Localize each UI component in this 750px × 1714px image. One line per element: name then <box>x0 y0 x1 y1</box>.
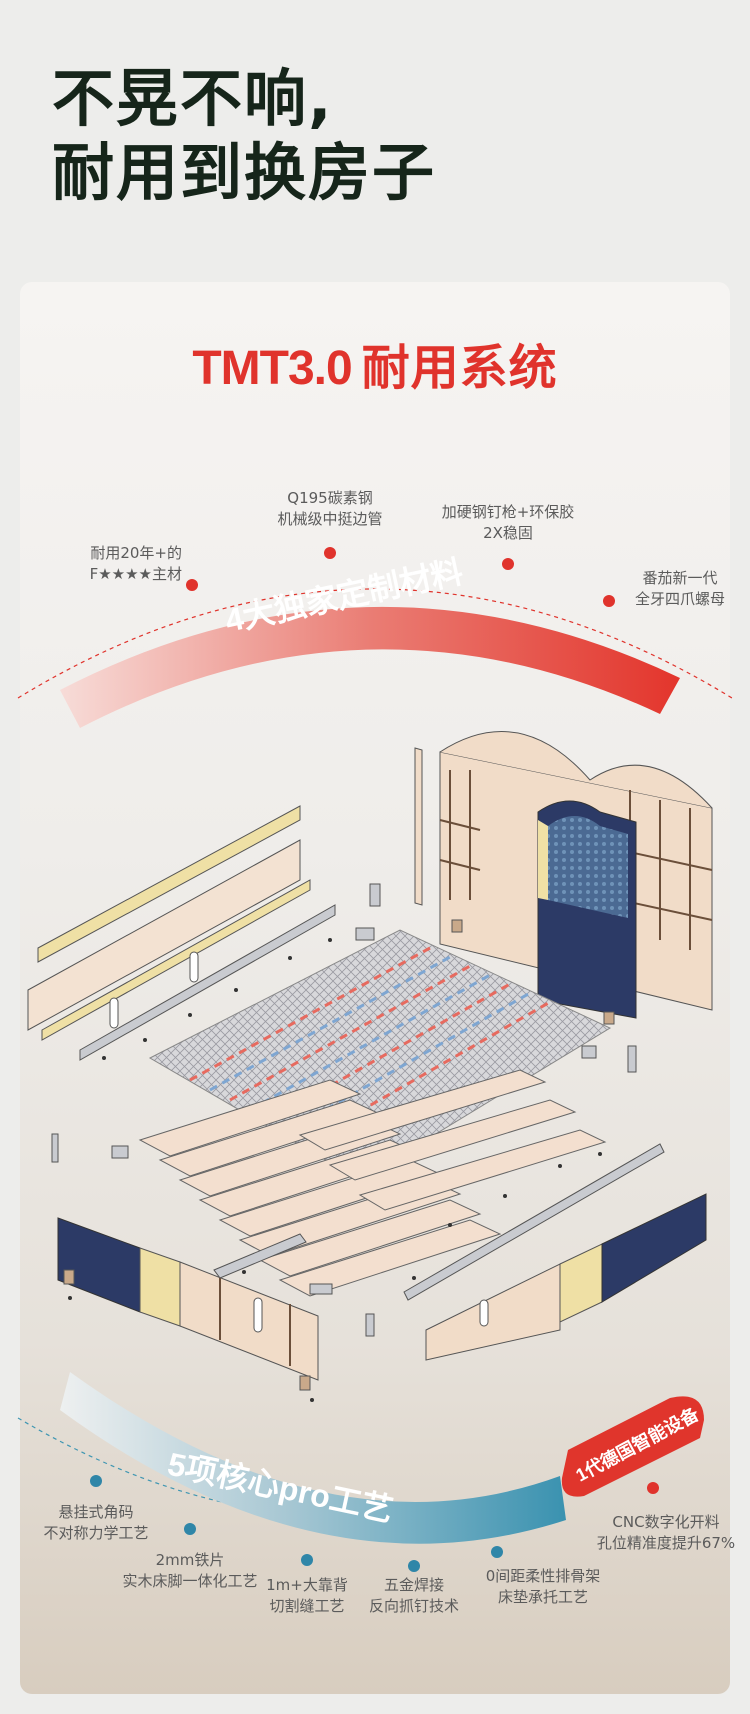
center-steel-rail <box>213 1233 307 1279</box>
process-4-line2: 反向抓钉技术 <box>368 1597 460 1615</box>
wood-block-2 <box>603 1011 615 1025</box>
process-5-line2: 床垫承托工艺 <box>497 1588 589 1606</box>
material-2-line2: 机械级中挺边管 <box>277 510 383 528</box>
right-side-rail <box>425 1193 707 1361</box>
process-dot-3 <box>301 1554 313 1566</box>
headline-line2: 耐用到换房子 <box>52 136 437 209</box>
process-dot-2 <box>184 1523 196 1535</box>
process-1-line1: 悬挂式角码 <box>58 1503 134 1521</box>
process-5-line1: 0间距柔性排骨架 <box>485 1567 601 1585</box>
material-label-2: Q195碳素钢 机械级中挺边管 <box>277 488 382 530</box>
process-6-line1: CNC数字化开料 <box>612 1513 720 1531</box>
process-label-6: CNC数字化开料 孔位精准度提升67% <box>597 1512 735 1554</box>
left-side-rail <box>27 805 336 1061</box>
card-title-cn: 耐用系统 <box>361 340 558 396</box>
material-label-3: 加硬钢钉枪+环保胶 2X稳固 <box>442 502 575 544</box>
material-3-line1: 加硬钢钉枪+环保胶 <box>441 503 575 521</box>
material-4-line2: 全牙四爪螺母 <box>634 590 726 608</box>
process-6-line2: 孔位精准度提升67% <box>596 1534 736 1552</box>
material-3-line2: 2X稳固 <box>483 524 533 542</box>
process-label-2: 2mm铁片 实木床脚一体化工艺 <box>122 1550 257 1592</box>
material-1-line1: 耐用20年+的 <box>90 544 182 562</box>
process-label-4: 五金焊接 反向抓钉技术 <box>369 1575 459 1617</box>
material-dot-4 <box>603 595 615 607</box>
process-2-line1: 2mm铁片 <box>155 1551 225 1569</box>
headboard <box>414 731 713 1019</box>
material-label-1: 耐用20年+的 F★★★★主材 <box>90 543 182 585</box>
hardware-brackets <box>51 883 637 1337</box>
material-dot-3 <box>502 558 514 570</box>
process-dot-1 <box>90 1475 102 1487</box>
material-1-line2: F★★★★主材 <box>89 565 182 583</box>
material-label-4: 番茄新一代 全牙四爪螺母 <box>635 568 725 610</box>
process-dot-6 <box>647 1482 659 1494</box>
materials-dashed-arc <box>17 588 733 699</box>
card-title-en: TMT3.0 <box>192 342 352 395</box>
materials-banner-shape <box>60 606 680 728</box>
screws <box>68 938 602 1402</box>
material-4-line1: 番茄新一代 <box>642 569 718 587</box>
process-dot-5 <box>491 1546 503 1558</box>
material-dot-1 <box>186 579 198 591</box>
process-4-line1: 五金焊接 <box>383 1576 445 1594</box>
headline: 不晃不响, 耐用到换房子 <box>52 62 436 210</box>
process-3-line2: 切割缝工艺 <box>269 1597 345 1615</box>
footboard <box>57 1217 319 1391</box>
wooden-slats <box>138 1069 607 1297</box>
process-3-line1: 1m+大靠背 <box>266 1576 348 1594</box>
process-label-1: 悬挂式角码 不对称力学工艺 <box>43 1502 148 1544</box>
process-1-line2: 不对称力学工艺 <box>43 1524 149 1542</box>
process-label-5: 0间距柔性排骨架 床垫承托工艺 <box>486 1566 601 1608</box>
process-2-line2: 实木床脚一体化工艺 <box>122 1572 258 1590</box>
process-label-3: 1m+大靠背 切割缝工艺 <box>266 1575 348 1617</box>
wood-block-1 <box>451 919 463 933</box>
material-dot-2 <box>324 547 336 559</box>
process-banner-shape <box>60 1372 566 1544</box>
material-2-line1: Q195碳素钢 <box>287 489 373 507</box>
badge-shape <box>561 1396 704 1497</box>
headline-line1: 不晃不响, <box>52 62 334 135</box>
process-dot-4 <box>408 1560 420 1572</box>
right-steel-rail <box>403 1143 665 1301</box>
